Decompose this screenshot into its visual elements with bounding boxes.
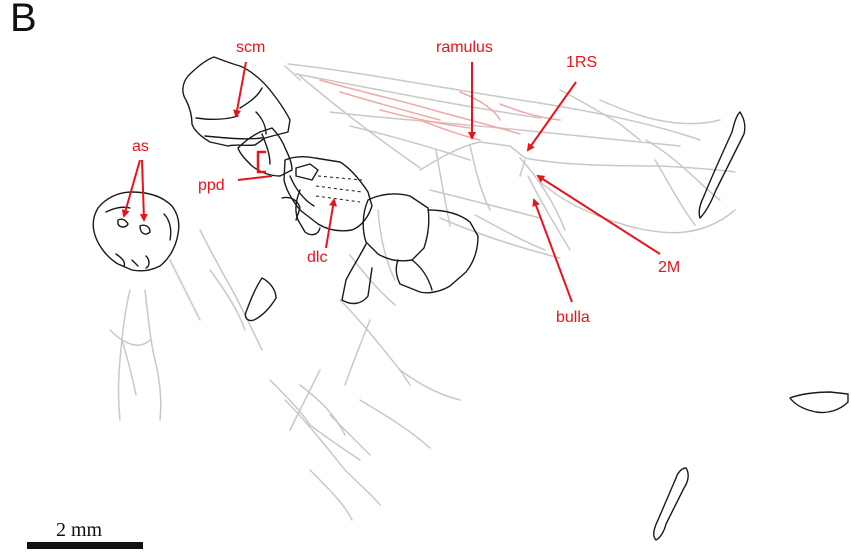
- scale-bar: [27, 542, 143, 549]
- label-ppd: ppd: [198, 178, 225, 194]
- body-outline: [93, 57, 848, 540]
- label-as: as: [132, 139, 149, 155]
- dlc-dashes: [316, 176, 362, 202]
- as-arrow-left: [124, 160, 140, 216]
- label-2m: 2M: [658, 260, 680, 276]
- label-scm: scm: [236, 40, 265, 56]
- ppd-leader: [238, 176, 272, 180]
- bulla-arrow: [534, 200, 572, 302]
- as-arrow-right: [142, 160, 144, 220]
- label-dlc: dlc: [307, 250, 327, 266]
- panel-letter: B: [10, 0, 37, 41]
- label-bulla: bulla: [556, 310, 590, 326]
- label-1rs: 1RS: [566, 55, 597, 71]
- scale-bar-label: 2 mm: [56, 519, 102, 542]
- dlc-arrow: [326, 200, 334, 248]
- ppd-bracket: [258, 152, 266, 172]
- label-ramulus: ramulus: [436, 40, 493, 56]
- m2-arrow: [538, 176, 660, 254]
